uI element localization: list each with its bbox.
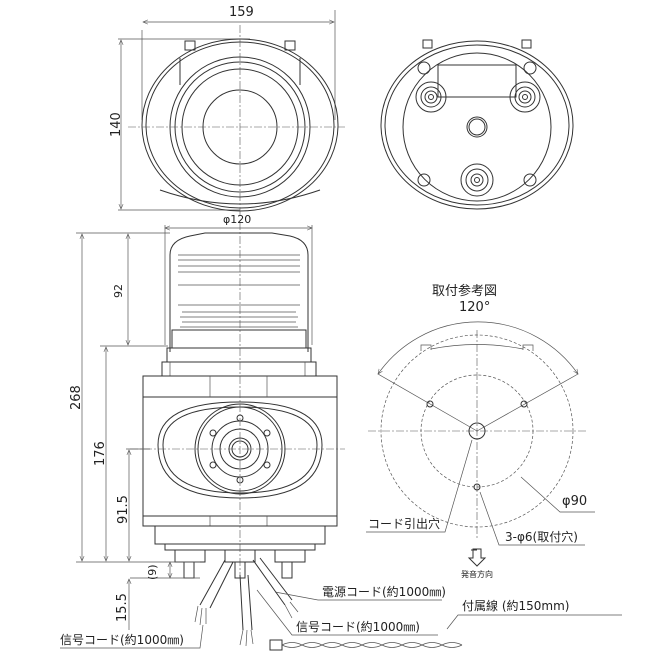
speaker-center-label: 91.5 — [116, 495, 131, 524]
top-view — [118, 10, 345, 215]
width-dimension-label: 159 — [229, 5, 254, 20]
pcd-diameter-label: φ90 — [562, 494, 588, 509]
body-height-label: 176 — [93, 441, 108, 466]
sound-direction-label: 発音方向 — [461, 570, 493, 579]
cable-icon — [194, 557, 299, 647]
globe-diameter-label: φ120 — [223, 213, 252, 226]
total-height-label: 268 — [69, 385, 84, 410]
signal-cord-right-label: 信号コード(約1000㎜) — [296, 620, 420, 634]
signal-cord-left-label: 信号コード(約1000㎜) — [60, 633, 184, 647]
mounting-reference-title: 取付参考図 — [432, 284, 498, 299]
mounting-reference-view — [366, 321, 595, 567]
depth-dimension-label: 140 — [109, 112, 124, 137]
front-view — [76, 222, 345, 647]
bolt-length-label: (9) — [146, 564, 159, 580]
power-cord-label: 電源コード(約1000㎜) — [322, 585, 446, 599]
arrow-down-icon — [467, 548, 487, 567]
mount-hole-label: 3-φ6(取付穴) — [505, 530, 578, 544]
cable-offset-label: 15.5 — [115, 593, 130, 622]
accessory-wire-icon — [269, 639, 463, 651]
accessory-wire-label: 付属線 (約150mm) — [462, 599, 570, 613]
globe-height-label: 92 — [112, 284, 125, 298]
screw-icon — [417, 61, 537, 187]
bottom-view — [380, 39, 574, 210]
angle-label: 120° — [459, 300, 491, 315]
cable-gland-icon — [415, 81, 541, 197]
cord-hole-label: コード引出穴 — [368, 517, 441, 531]
